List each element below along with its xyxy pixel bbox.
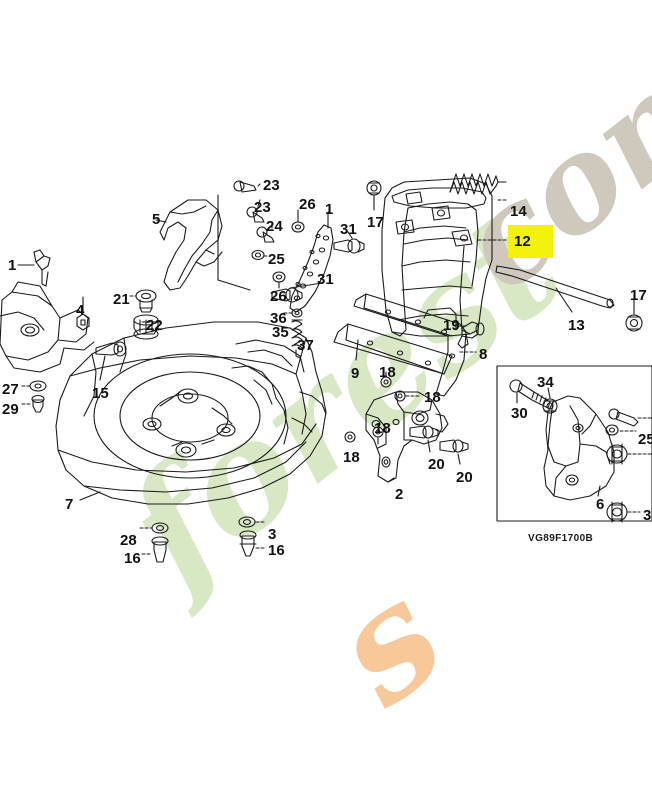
part-23-screw-a — [233, 180, 257, 193]
part-34-nut — [542, 398, 558, 414]
callout-22: 22 — [146, 317, 163, 334]
part-5-bracket — [159, 199, 223, 291]
callout-18-a: 18 — [379, 364, 396, 381]
callout-9: 9 — [351, 365, 360, 382]
callout-26-b: 26 — [270, 288, 287, 305]
callout-17-left: 17 — [367, 214, 384, 231]
callout-3-right: 3 — [643, 507, 652, 524]
part-nut-right-a — [606, 443, 628, 465]
callout-26-a: 26 — [299, 196, 316, 213]
callout-36: 36 — [270, 310, 287, 327]
callout-25-right: 25 — [638, 431, 652, 448]
callout-3: 3 — [268, 526, 277, 543]
part-18-nut-d — [344, 431, 356, 443]
callout-28: 28 — [120, 532, 137, 549]
part-31-bolt-a — [333, 238, 365, 254]
callout-31-b: 31 — [317, 271, 334, 288]
part-8-plate — [353, 293, 467, 397]
part-12-rear-shield — [381, 177, 493, 337]
callout-18-c: 18 — [374, 420, 391, 437]
part-25-screw-right — [608, 408, 639, 427]
part-23-screw-b — [246, 206, 265, 223]
callout-15: 15 — [92, 385, 109, 402]
callout-37: 37 — [297, 337, 314, 354]
part-2-bracket — [365, 391, 449, 483]
part-17-nut-left — [366, 180, 382, 196]
part-19-bolt — [457, 321, 485, 349]
part-29-bolt — [31, 394, 45, 413]
callout-31-a: 31 — [340, 221, 357, 238]
part-16-bolt-a — [151, 536, 169, 563]
part-18-nut-b — [394, 390, 406, 402]
part-27-washer — [29, 380, 47, 392]
part-7-deck — [55, 321, 327, 505]
callout-8: 8 — [479, 346, 488, 363]
part-18-nut-c — [372, 426, 384, 438]
callout-20-a: 20 — [428, 456, 445, 473]
part-35-spring — [291, 319, 303, 359]
highlight-box-part-12 — [508, 225, 553, 258]
part-13-rod — [495, 265, 615, 309]
callout-16-b: 16 — [268, 542, 285, 559]
callout-30: 30 — [511, 405, 528, 422]
inset-diagram-id: VG89F1700B — [528, 533, 594, 544]
callout-1-arm: 1 — [325, 201, 334, 218]
callout-1: 1 — [8, 257, 17, 274]
part-21-grommet — [135, 289, 157, 313]
part-3-washer — [238, 516, 256, 528]
callout-12-highlighted: 12 — [514, 233, 531, 250]
part-15-bolt — [95, 341, 127, 357]
part-16-bolt-b — [239, 530, 257, 557]
part-36-nut — [291, 308, 303, 318]
part-25-washer-right — [605, 424, 619, 436]
part-9-plate — [333, 323, 453, 375]
callout-29: 29 — [2, 401, 19, 418]
callout-23-a: 23 — [263, 177, 280, 194]
callout-16-a: 16 — [124, 550, 141, 567]
part-24-screw — [256, 226, 275, 243]
callout-24: 24 — [266, 218, 283, 235]
part-20-bolt-b — [439, 439, 469, 453]
part-1-clip — [33, 249, 51, 287]
part-25-washer — [251, 249, 265, 261]
callout-25: 25 — [268, 251, 285, 268]
callout-20-b: 20 — [456, 469, 473, 486]
part-18-nut-a — [380, 376, 392, 388]
callout-5: 5 — [152, 211, 161, 228]
part-26-nut-a — [291, 221, 305, 233]
callout-18-d: 18 — [343, 449, 360, 466]
part-28-washer — [151, 522, 169, 534]
part-4-nut — [76, 313, 90, 331]
callout-4: 4 — [76, 302, 85, 319]
part-20-bolt-a — [409, 425, 439, 439]
part-chute-left — [0, 281, 95, 373]
callout-19: 19 — [443, 317, 460, 334]
callout-27: 27 — [2, 381, 19, 398]
callout-21: 21 — [113, 291, 130, 308]
callout-18-b: 18 — [424, 389, 441, 406]
callout-6: 6 — [596, 496, 605, 513]
callout-17-right: 17 — [630, 287, 647, 304]
callout-34: 34 — [537, 374, 554, 391]
callout-35: 35 — [272, 324, 289, 341]
part-3-nut-right — [606, 501, 628, 523]
part-26-nut-b — [272, 271, 286, 283]
part-14-spring — [449, 173, 507, 195]
callout-13: 13 — [568, 317, 585, 334]
callout-2: 2 — [395, 486, 404, 503]
callout-14: 14 — [510, 203, 527, 220]
part-31-bolt-b — [271, 287, 303, 303]
part-17-nut-right — [625, 314, 643, 332]
callout-7: 7 — [65, 496, 74, 513]
part-22-grommet — [133, 314, 159, 340]
callout-23-b: 23 — [254, 199, 271, 216]
